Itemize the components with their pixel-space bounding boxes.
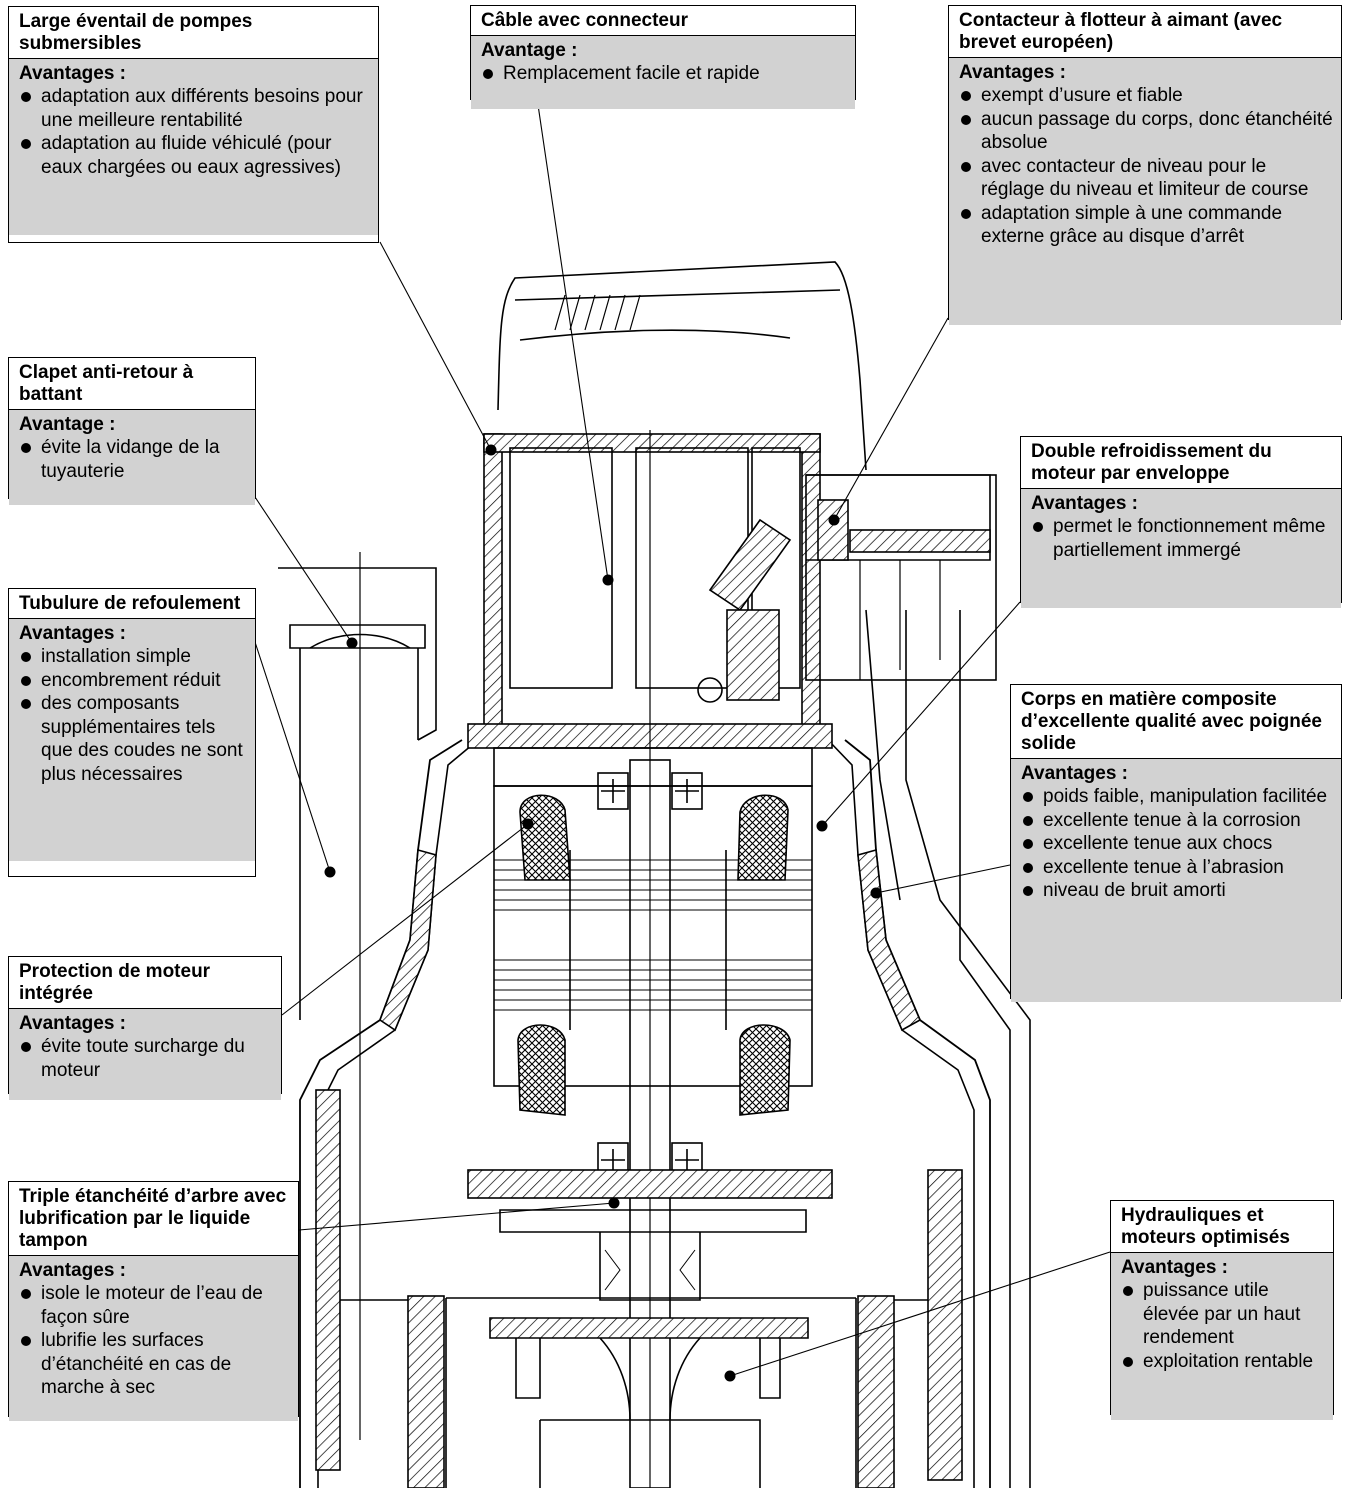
- advantage-item: adaptation au fluide véhiculé (pour eaux…: [19, 132, 370, 179]
- callout-body: Avantages : évite toute surcharge du mot…: [9, 1008, 281, 1100]
- advantage-item: exempt d’usure et fiable: [959, 84, 1333, 108]
- callout-hydraulics: Hydrauliques et moteurs optimisés Avanta…: [1110, 1200, 1334, 1420]
- advantage-item: puissance utile élevée par un haut rende…: [1121, 1279, 1325, 1350]
- advantages-label: Avantages :: [19, 63, 126, 84]
- callout-cooling: Double refroidissement du moteur par env…: [1020, 436, 1342, 608]
- advantage-item: Remplacement facile et rapide: [481, 62, 847, 86]
- callout-title: Protection de moteur intégrée: [9, 957, 281, 1008]
- callout-float-switch: Contacteur à flotteur à aimant (avec bre…: [948, 5, 1342, 325]
- advantage-item: niveau de bruit amorti: [1021, 879, 1333, 903]
- advantage-item: évite toute surcharge du moteur: [19, 1035, 273, 1082]
- callout-body: Avantages : exempt d’usure et fiable auc…: [949, 57, 1341, 325]
- advantages-label: Avantage :: [19, 414, 116, 435]
- advantages-label: Avantage :: [481, 40, 578, 61]
- callout-title: Tubulure de refoulement: [9, 589, 255, 618]
- callout-title: Triple étanchéité d’arbre avec lubrifica…: [9, 1182, 298, 1255]
- advantages-label: Avantages :: [1021, 763, 1128, 784]
- callout-body: Avantages : isole le moteur de l’eau de …: [9, 1255, 298, 1421]
- advantages-label: Avantages :: [19, 1260, 126, 1281]
- callout-motor-protection: Protection de moteur intégrée Avantages …: [8, 956, 282, 1100]
- advantage-item: lubrifie les surfaces d’étanchéité en ca…: [19, 1329, 290, 1400]
- callout-title: Double refroidissement du moteur par env…: [1021, 437, 1341, 488]
- advantage-item: excellente tenue aux chocs: [1021, 832, 1333, 856]
- callout-title: Câble avec connecteur: [471, 6, 855, 35]
- advantages-label: Avantages :: [19, 623, 126, 644]
- advantage-item: aucun passage du corps, donc étanchéité …: [959, 108, 1333, 155]
- advantage-item: poids faible, manipulation facilitée: [1021, 785, 1333, 809]
- advantages-label: Avantages :: [1031, 493, 1138, 514]
- advantages-label: Avantages :: [1121, 1257, 1228, 1278]
- callout-body-material: Corps en matière composite d’excellente …: [1010, 684, 1342, 1002]
- callout-check-valve: Clapet anti-retour à battant Avantage : …: [8, 357, 256, 505]
- callout-title: Contacteur à flotteur à aimant (avec bre…: [949, 6, 1341, 57]
- advantage-item: permet le fonctionnement même partiellem…: [1031, 515, 1333, 562]
- callout-body: Avantages : permet le fonctionnement mêm…: [1021, 488, 1341, 608]
- advantage-item: adaptation simple à une commande externe…: [959, 202, 1333, 249]
- advantage-item: installation simple: [19, 645, 247, 669]
- callout-cable: Câble avec connecteur Avantage : Remplac…: [470, 5, 856, 109]
- advantage-item: des composants supplémentaires tels que …: [19, 692, 247, 786]
- callout-body: Avantage : évite la vidange de la tuyaut…: [9, 409, 255, 505]
- leader-lines: [254, 97, 1111, 1377]
- advantage-item: isole le moteur de l’eau de façon sûre: [19, 1282, 290, 1329]
- advantage-item: excellente tenue à l’abrasion: [1021, 856, 1333, 880]
- advantage-item: adaptation aux différents besoins pour u…: [19, 85, 370, 132]
- callout-title: Corps en matière composite d’excellente …: [1011, 685, 1341, 758]
- callout-body: Avantage : Remplacement facile et rapide: [471, 35, 855, 109]
- callout-title: Hydrauliques et moteurs optimisés: [1111, 1201, 1333, 1252]
- callout-body: Avantages : adaptation aux différents be…: [9, 58, 378, 235]
- pump-housing: [278, 261, 1031, 1488]
- advantage-item: encombrement réduit: [19, 669, 247, 693]
- callout-title: Clapet anti-retour à battant: [9, 358, 255, 409]
- advantage-item: avec contacteur de niveau pour le réglag…: [959, 155, 1333, 202]
- advantages-label: Avantages :: [959, 62, 1066, 83]
- advantage-item: évite la vidange de la tuyauterie: [19, 436, 247, 483]
- callout-body: Avantages : puissance utile élevée par u…: [1111, 1252, 1333, 1420]
- advantage-item: excellente tenue à la corrosion: [1021, 809, 1333, 833]
- callout-discharge: Tubulure de refoulement Avantages : inst…: [8, 588, 256, 877]
- advantages-label: Avantages :: [19, 1013, 126, 1034]
- callout-range: Large éventail de pompes submersibles Av…: [8, 6, 379, 243]
- callout-title: Large éventail de pompes submersibles: [9, 7, 378, 58]
- advantage-item: exploitation rentable: [1121, 1350, 1325, 1374]
- callout-body: Avantages : poids faible, manipulation f…: [1011, 758, 1341, 1002]
- leader-dots: [324, 444, 882, 1382]
- callout-body: Avantages : installation simple encombre…: [9, 618, 255, 861]
- callout-shaft-seal: Triple étanchéité d’arbre avec lubrifica…: [8, 1181, 299, 1421]
